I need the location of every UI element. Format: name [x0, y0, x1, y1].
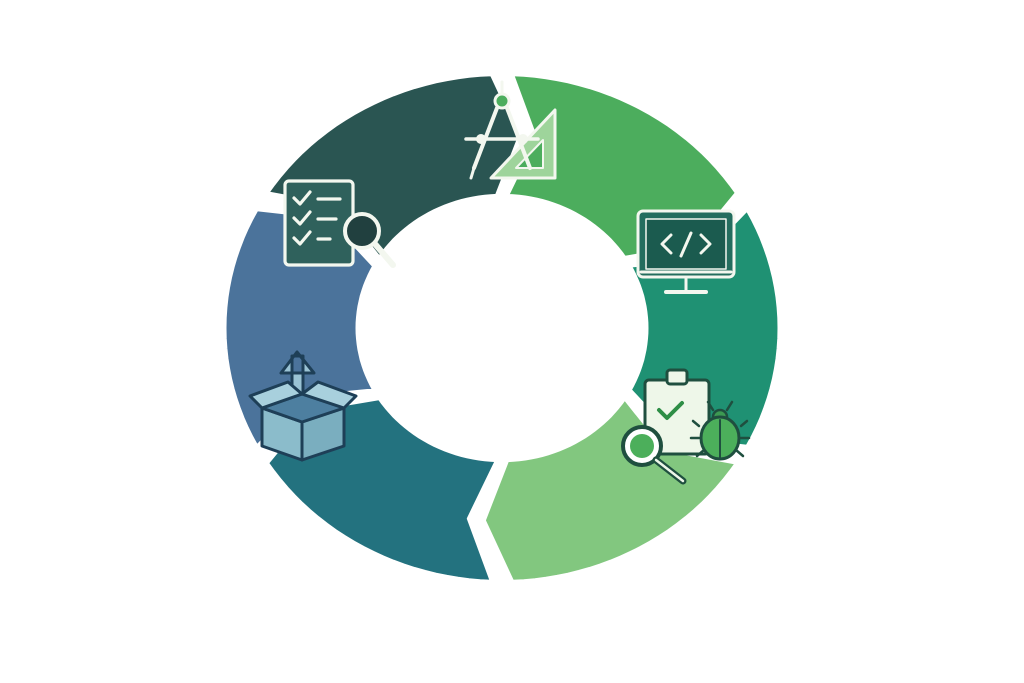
cycle-segment-testing	[482, 397, 738, 583]
checklist-magnifier-icon	[283, 179, 396, 268]
clipboard-bug-magnifier-icon	[621, 368, 751, 485]
compass-ruler-icon	[464, 80, 557, 180]
box-upload-icon	[248, 350, 358, 462]
code-monitor-icon	[636, 209, 736, 294]
cycle-segments	[223, 73, 781, 583]
